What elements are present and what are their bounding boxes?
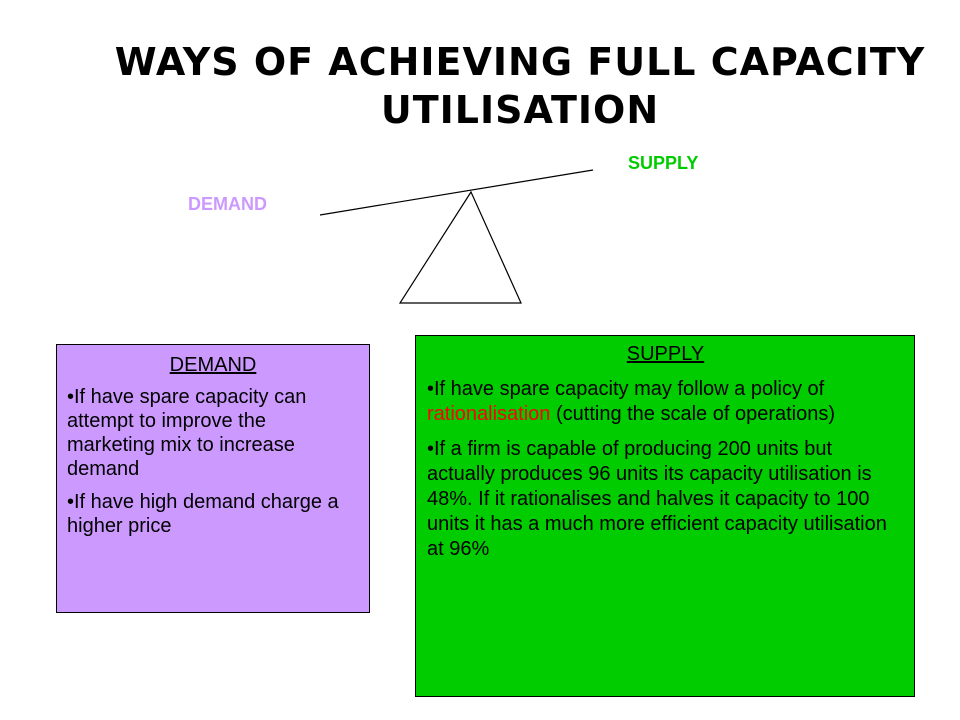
demand-bullet-1: •If have spare capacity can attempt to i…	[67, 386, 307, 480]
demand-box: DEMAND •If have spare capacity can attem…	[56, 344, 370, 613]
seesaw-beam	[319, 169, 594, 216]
rationalisation-highlight: rationalisation	[427, 403, 551, 425]
demand-box-heading: DEMAND	[169, 354, 257, 376]
demand-bullet-2: •If have high demand charge a higher pri…	[67, 491, 339, 537]
supply-bullet-1-text-start: •If have spare capacity may follow a pol…	[427, 378, 825, 400]
seesaw-fulcrum	[398, 190, 522, 304]
supply-bullet-1: •If have spare capacity may follow a pol…	[427, 377, 904, 427]
supply-box: SUPPLY •If have spare capacity may follo…	[415, 335, 915, 697]
page-title: Ways of achieving full capacity utilisat…	[114, 40, 926, 132]
supply-box-heading: SUPPLY	[626, 343, 705, 365]
supply-bullet-1-text-end: (cutting the scale of operations)	[550, 403, 836, 425]
supply-bullet-2: •If a firm is capable of producing 200 u…	[427, 438, 887, 560]
seesaw-demand-label: DEMAND	[188, 194, 267, 214]
seesaw-supply-label: SUPPLY	[628, 153, 699, 173]
